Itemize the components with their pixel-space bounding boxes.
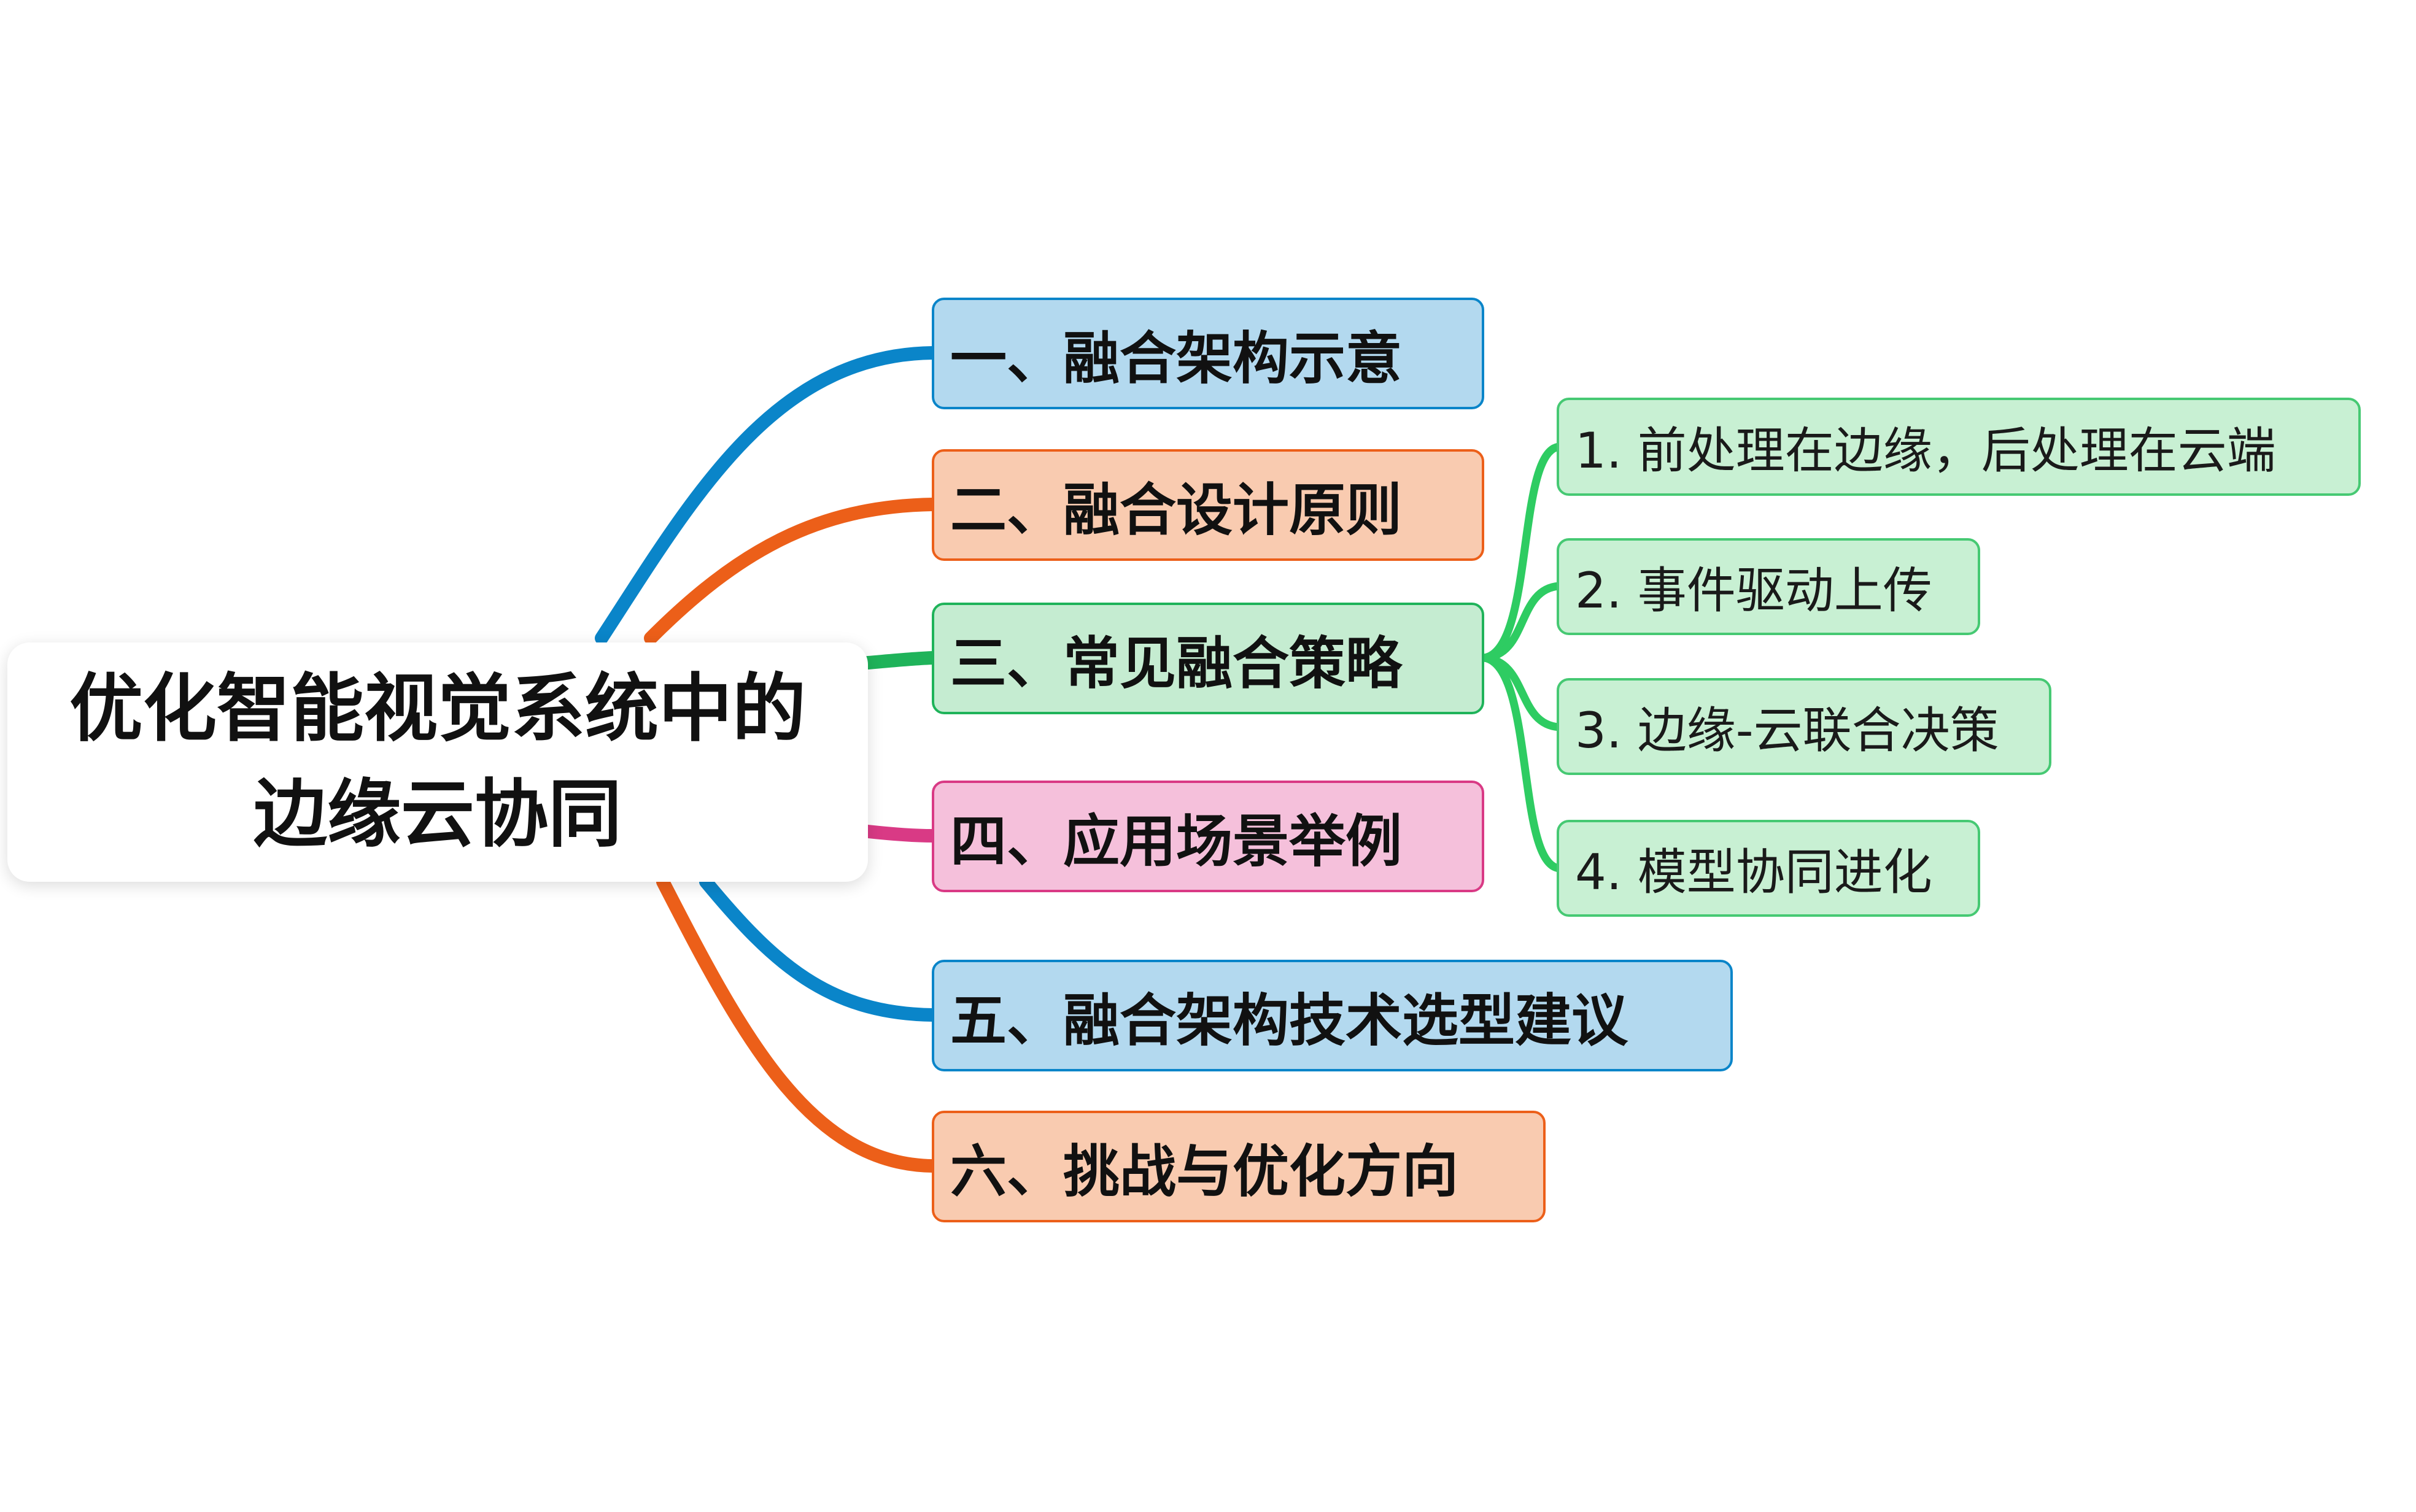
connector-branch-3 bbox=[861, 651, 940, 669]
connector-sub-4 bbox=[1480, 654, 1563, 873]
strategy-node-4[interactable]: 4. 模型协同进化 bbox=[1557, 820, 1980, 917]
connector-branch-4 bbox=[861, 825, 940, 843]
connector-sub-2 bbox=[1480, 582, 1563, 662]
connector-branch-5 bbox=[699, 875, 940, 1022]
connector-sub-1 bbox=[1480, 442, 1563, 662]
root-title: 优化智能视觉系统中的边缘云协同 bbox=[69, 666, 806, 857]
branch-label-5: 五、融合架构技术选型建议 bbox=[950, 987, 1628, 1054]
strategy-node-3[interactable]: 3. 边缘-云联合决策 bbox=[1557, 678, 2051, 775]
branch-label-4: 四、应用场景举例 bbox=[950, 808, 1403, 874]
connector-branch-1 bbox=[595, 346, 940, 645]
connector-branch-2 bbox=[644, 498, 940, 645]
branch-label-1: 一、融合架构示意 bbox=[950, 325, 1403, 392]
branch-node-3[interactable]: 三、常见融合策略 bbox=[932, 603, 1484, 714]
strategy-label-4: 4. 模型协同进化 bbox=[1575, 844, 1932, 901]
strategy-label-2: 2. 事件驱动上传 bbox=[1575, 562, 1932, 619]
strategy-label-3: 3. 边缘-云联合决策 bbox=[1575, 702, 1999, 759]
strategy-node-2[interactable]: 2. 事件驱动上传 bbox=[1557, 538, 1980, 635]
connector-branch-6 bbox=[656, 875, 940, 1173]
branch-label-6: 六、挑战与优化方向 bbox=[950, 1138, 1459, 1205]
branch-label-3: 三、常见融合策略 bbox=[950, 630, 1403, 696]
strategy-label-1: 1. 前处理在边缘，后处理在云端 bbox=[1575, 422, 2276, 479]
branch-label-2: 二、融合设计原则 bbox=[950, 477, 1403, 543]
branch-node-6[interactable]: 六、挑战与优化方向 bbox=[932, 1111, 1546, 1222]
root-node[interactable]: 优化智能视觉系统中的边缘云协同 bbox=[7, 642, 868, 882]
branch-node-5[interactable]: 五、融合架构技术选型建议 bbox=[932, 960, 1733, 1071]
branch-node-1[interactable]: 一、融合架构示意 bbox=[932, 298, 1484, 409]
branch-node-2[interactable]: 二、融合设计原则 bbox=[932, 449, 1484, 561]
branch-node-4[interactable]: 四、应用场景举例 bbox=[932, 781, 1484, 892]
strategy-node-1[interactable]: 1. 前处理在边缘，后处理在云端 bbox=[1557, 398, 2361, 496]
